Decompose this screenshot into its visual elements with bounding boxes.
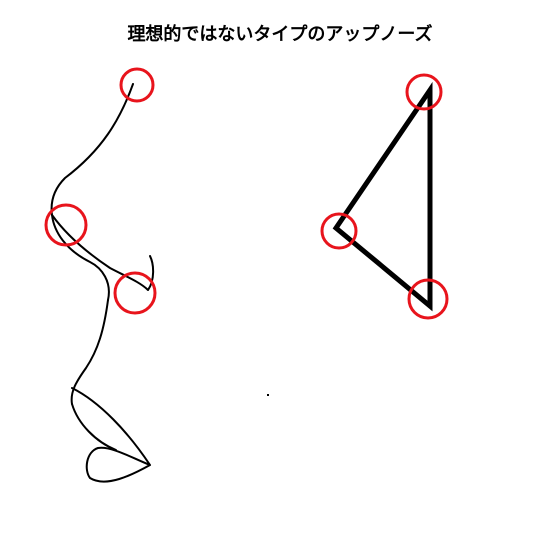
profile-markers [44,67,157,315]
marker-circle [320,212,358,250]
lip-contour [71,387,151,483]
lip-lower-stroke [71,403,117,451]
nose-triangle [332,81,433,312]
marker-circle [44,203,88,247]
marker-circle [407,278,449,320]
nostril-curve [51,214,155,291]
marker-circle [119,67,155,103]
diagram-title: 理想的ではないタイプのアップノーズ [127,24,433,45]
triangle-markers [320,73,449,320]
nose-profile-sketch [50,83,155,483]
stray-dot [267,394,269,396]
nose-bridge-line [50,83,134,301]
marker-circle [113,271,157,315]
upper-lip-line [70,299,109,405]
marker-circle [405,73,443,111]
